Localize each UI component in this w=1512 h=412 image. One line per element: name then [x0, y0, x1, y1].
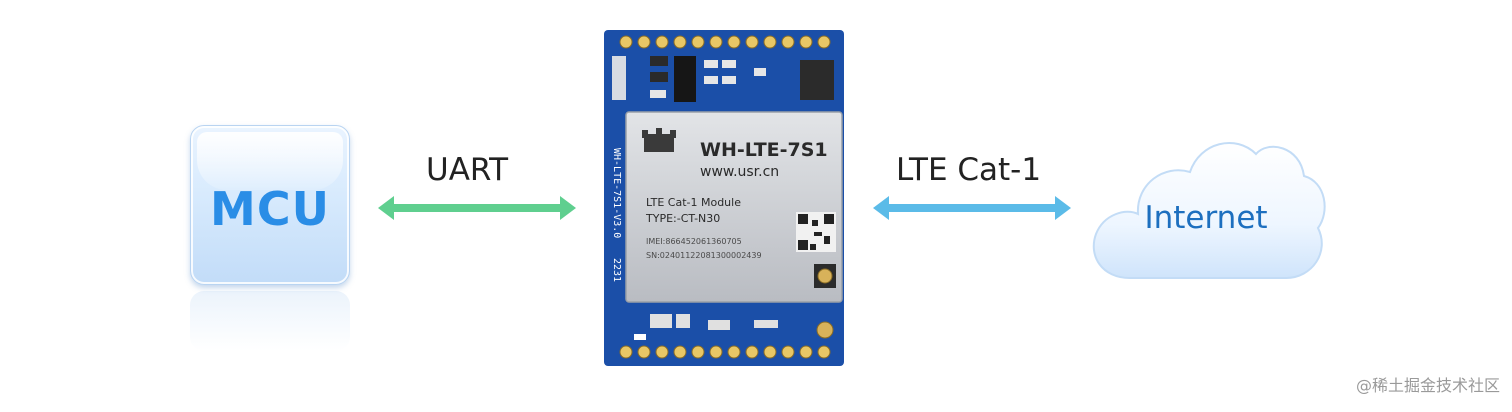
lte-double-arrow	[873, 196, 1071, 220]
mcu-box: MCU	[190, 125, 350, 285]
qr-code	[796, 212, 836, 252]
module-sn: SN:02401122081300002439	[646, 251, 762, 260]
mcu-node: MCU	[190, 125, 350, 351]
mcu-reflection	[190, 291, 350, 351]
top-pin-row	[619, 35, 831, 49]
uart-arrow-shape	[378, 196, 576, 220]
internet-cloud-icon	[1092, 142, 1326, 279]
top-components	[612, 56, 834, 102]
lte-module-board: WH-LTE-7S1-V3.0 2231 WH-LTE-7S1 www.usr.…	[604, 30, 844, 366]
module-name: LTE Cat-1 Module	[646, 196, 741, 209]
module-title: WH-LTE-7S1	[700, 139, 828, 161]
internet-label: Internet	[1144, 200, 1268, 236]
uart-label: UART	[426, 152, 509, 188]
module-imei: IMEI:866452061360705	[646, 237, 742, 246]
board-date-code: 2231	[611, 258, 622, 282]
bottom-components	[634, 314, 778, 340]
module-website: www.usr.cn	[700, 164, 779, 180]
watermark: @稀土掘金技术社区	[1355, 376, 1500, 395]
mcu-label: MCU	[210, 182, 330, 236]
cloud-shape	[1092, 142, 1326, 279]
usr-logo-icon	[642, 128, 676, 152]
module-type: TYPE:-CT-N30	[645, 212, 720, 225]
lte-cat1-label: LTE Cat-1	[896, 152, 1042, 188]
shield-can	[625, 111, 843, 303]
board-side-text: WH-LTE-7S1-V3.0	[611, 148, 622, 238]
uart-double-arrow	[378, 196, 576, 220]
mcu-gloss	[197, 132, 343, 190]
bottom-pin-row	[619, 345, 831, 359]
antenna-connector-icon	[814, 264, 836, 339]
lte-arrow-shape	[873, 196, 1071, 220]
